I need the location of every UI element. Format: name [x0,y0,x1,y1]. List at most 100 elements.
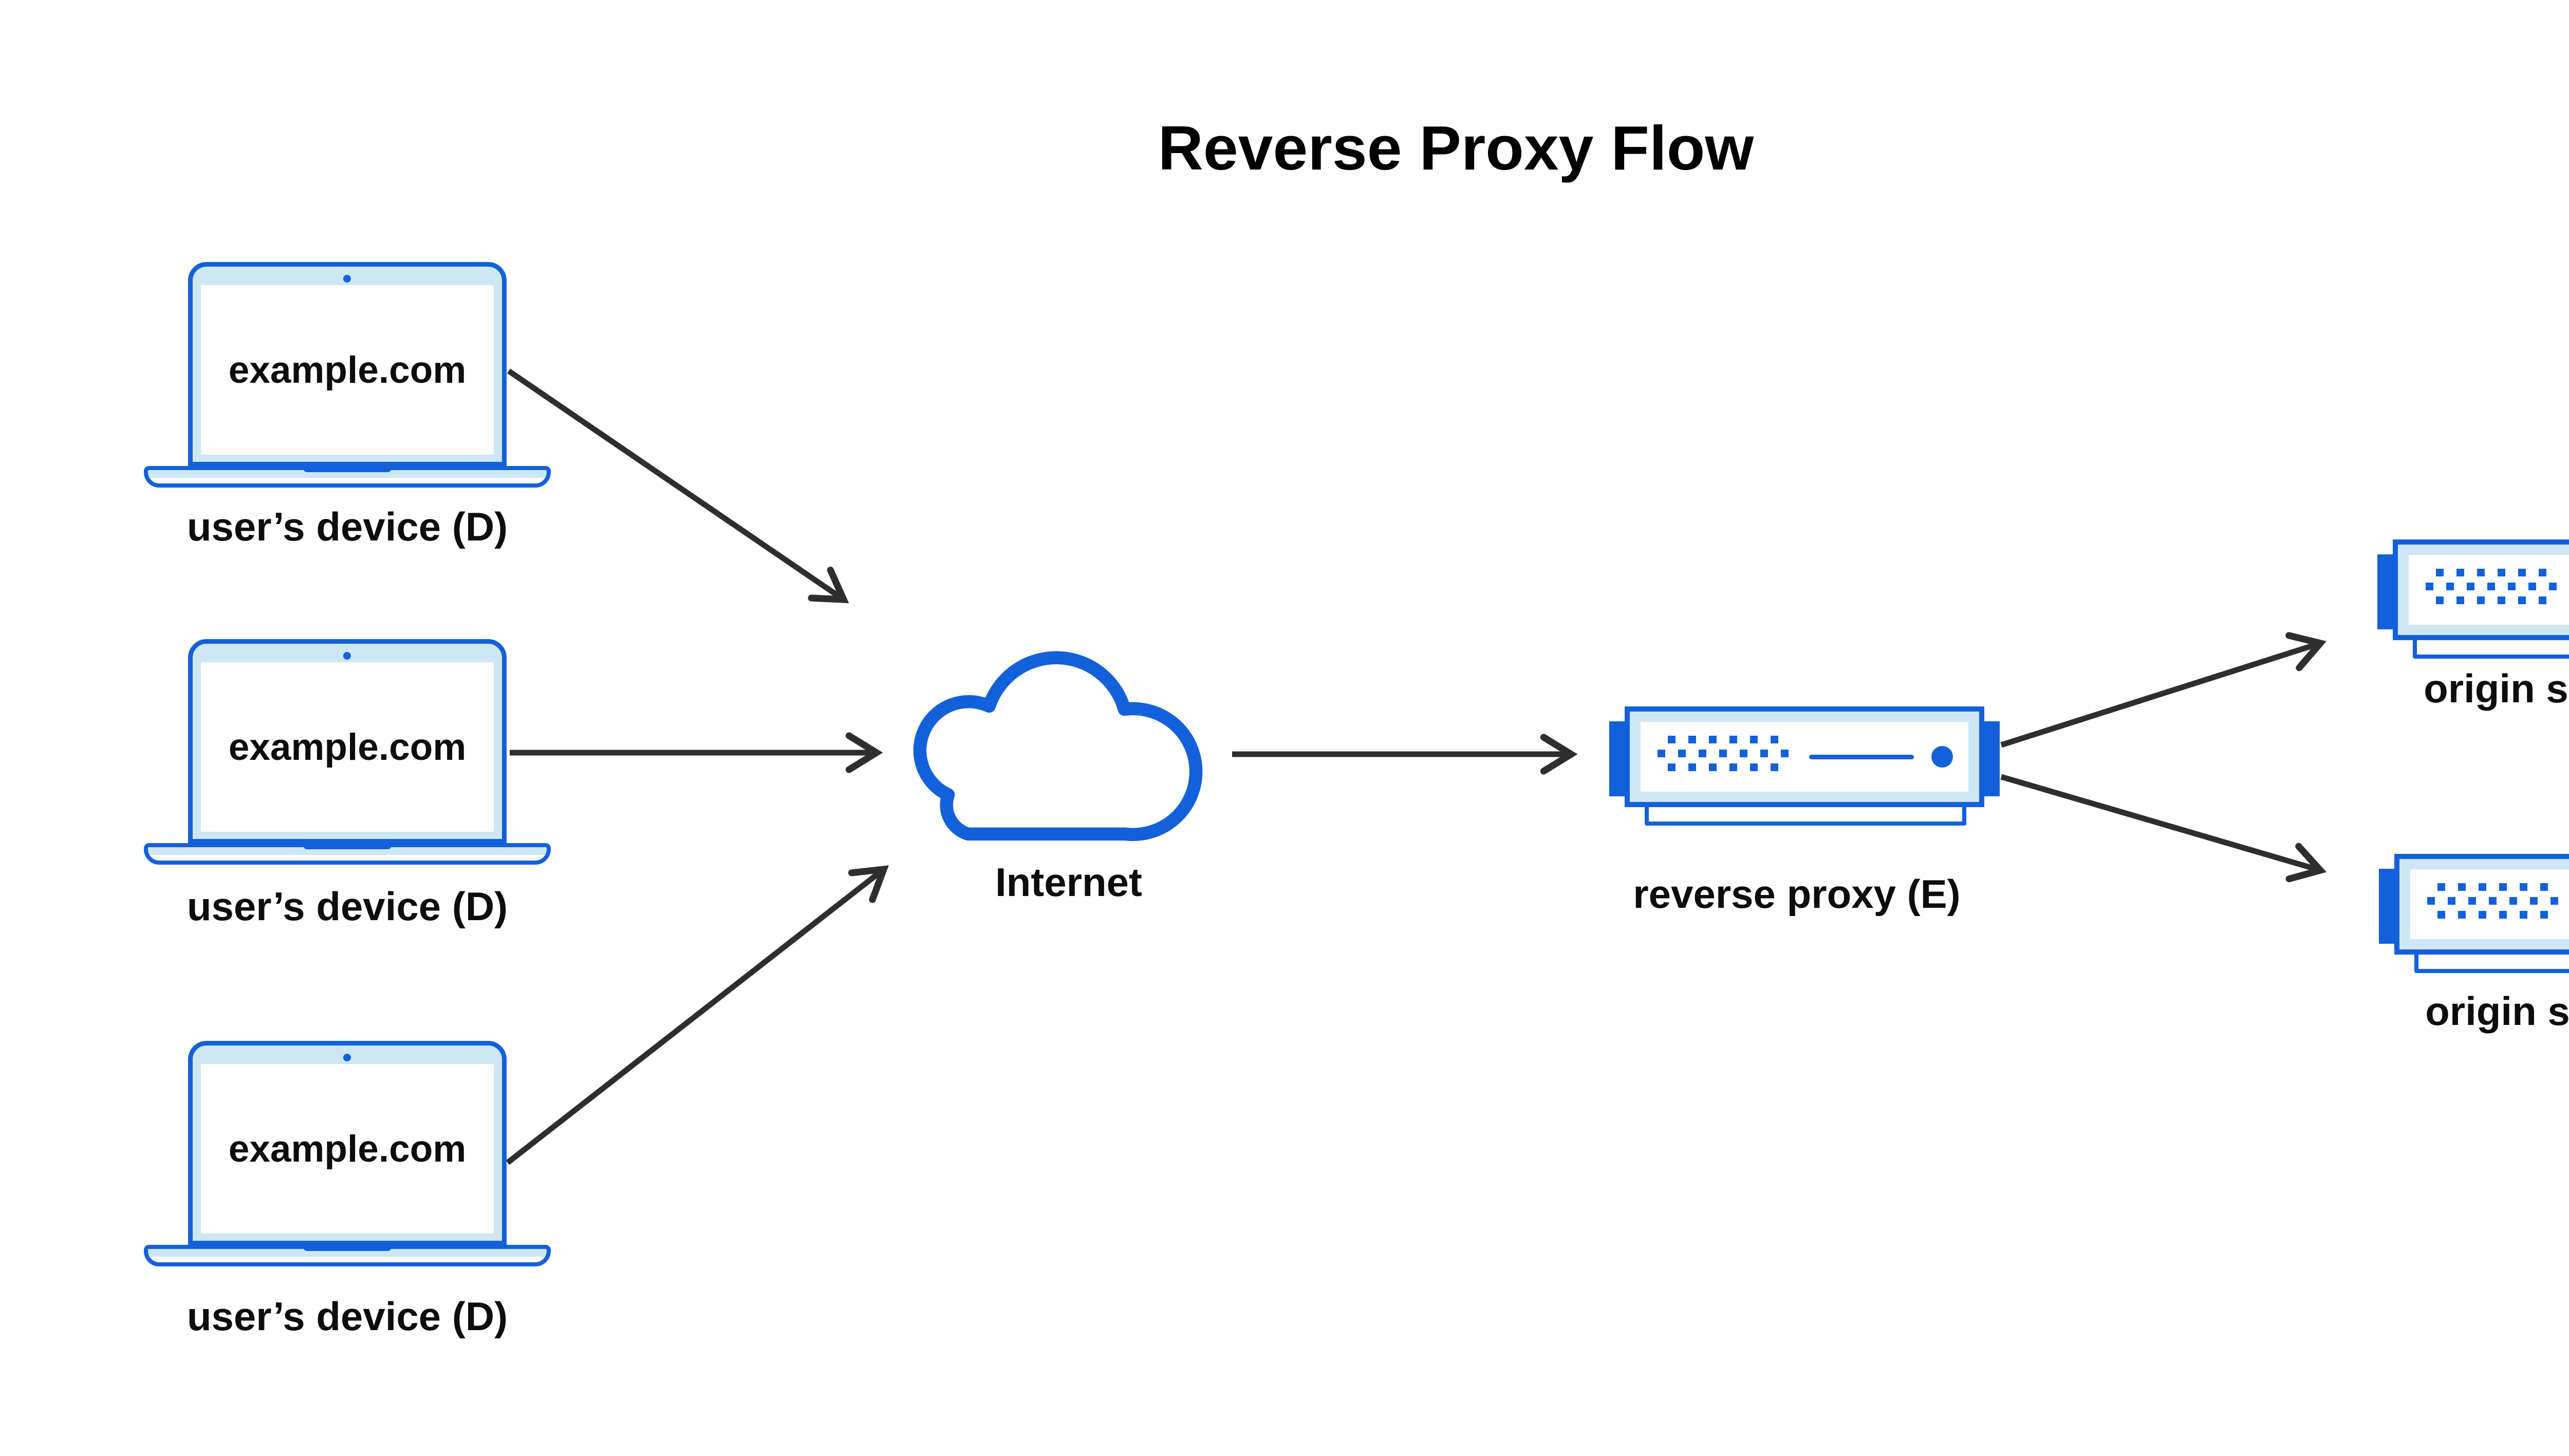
internet-label: Internet [995,860,1143,905]
vent-dot [2448,897,2455,905]
vent-dot [2479,883,2486,891]
vent-dot [2426,583,2433,590]
vent-dot [2530,897,2538,905]
server-vent-dots [2427,883,2559,932]
vent-dot [2539,596,2546,604]
vent-dot [2539,569,2546,576]
vent-dot [1771,736,1778,743]
laptop-screen: example.com [201,285,494,455]
vent-dot [1781,750,1789,757]
vent-dot [2540,911,2548,919]
laptop-camera-dot-icon [343,1054,351,1061]
server-side-tab-left [2377,554,2394,629]
vent-dot [1729,736,1737,743]
screen-url-text: example.com [228,349,467,391]
diagram-title: Reverse Proxy Flow [1158,113,1754,183]
vent-dot [2499,883,2507,891]
laptop-screen: example.com [201,1064,494,1234]
vent-dot [2540,883,2548,891]
screen-url-text: example.com [228,726,467,768]
origin-server-label: origin server (F) [2424,666,2569,711]
vent-dot [1668,763,1676,771]
device-label: user’s device (D) [187,884,508,929]
screen-url-text: example.com [228,1128,467,1170]
origin-server-2-icon [2379,854,2569,973]
vent-dot [1668,736,1676,743]
vent-dot [2498,569,2505,576]
vent-dot [1760,750,1768,757]
server-front-panel [1641,722,1968,792]
vent-dot [1750,736,1758,743]
laptop-camera-dot-icon [343,275,351,283]
vent-dot [2446,583,2454,590]
user-device-3: example.com [144,1041,551,1270]
vent-dot [2498,596,2505,604]
device-label: user’s device (D) [187,504,508,549]
vent-dot [2509,897,2517,905]
server-led-dot [1931,746,1953,768]
laptop-icon: example.com [188,639,507,844]
vent-dot [2437,911,2445,919]
laptop-hinge [303,842,392,849]
vent-dot [2487,583,2495,590]
vent-dot [2477,569,2485,576]
arrow-device3-to-internet [506,869,884,1165]
server-slot-line [1809,755,1914,759]
arrow-proxy-to-origin2 [2000,774,2320,870]
vent-dot [2458,883,2466,891]
laptop-icon: example.com [188,1041,507,1245]
laptop-camera-dot-icon [343,652,351,660]
vent-dot [2499,911,2507,919]
vent-dot [2437,883,2445,891]
user-device-1: example.com [144,262,551,491]
arrow-device1-to-internet [507,368,844,600]
arrow-proxy-to-origin1 [2000,643,2320,748]
vent-dot [2456,569,2464,576]
vent-dot [2551,897,2558,905]
vent-dot [1688,736,1696,743]
vent-dot [1709,763,1717,771]
server-body [2394,854,2569,955]
server-side-tab-left [1609,721,1626,796]
origin-server-label: origin server (F) [2425,988,2569,1034]
vent-dot [2518,596,2526,604]
vent-dot [2477,596,2485,604]
vent-dot [2456,596,2464,604]
vent-dot [1729,763,1737,771]
vent-dot [2520,883,2527,891]
vent-dot [2458,911,2466,919]
laptop-screen: example.com [201,662,494,832]
server-side-tab-left [2379,869,2395,944]
server-vent-dots [2426,569,2557,618]
vent-dot [1740,750,1747,757]
vent-dot [2508,583,2516,590]
server-body [2393,539,2569,640]
vent-dot [2467,583,2474,590]
vent-dot [1719,750,1727,757]
internet-cloud-icon [913,651,1203,842]
server-front-panel [2409,555,2569,625]
vent-dot [2436,569,2444,576]
server-front-panel [2410,869,2569,939]
reverse-proxy-label: reverse proxy (E) [1633,871,1961,917]
vent-dot [2518,569,2526,576]
server-side-tab-right [1983,721,2000,796]
vent-dot [1750,763,1758,771]
vent-dot [2520,911,2527,919]
vent-dot [1771,763,1778,771]
vent-dot [2489,897,2497,905]
laptop-icon: example.com [188,262,507,466]
origin-server-1-icon [2377,539,2569,659]
vent-dot [2479,911,2486,919]
vent-dot [2528,583,2536,590]
vent-dot [2468,897,2476,905]
vent-dot [2436,596,2444,604]
laptop-hinge [303,464,392,472]
server-body [1625,706,1984,807]
vent-dot [1709,736,1717,743]
server-vent-dots [1658,736,1789,785]
laptop-hinge [303,1243,392,1251]
vent-dot [1688,763,1696,771]
reverse-proxy-icon [1609,706,2000,826]
